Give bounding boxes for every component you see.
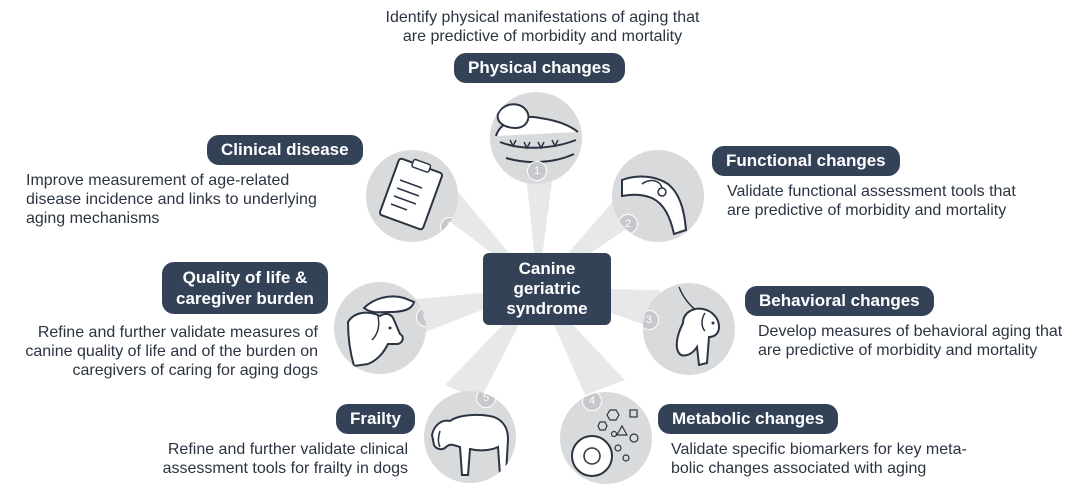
quality-of-life-description: Refine and further validate measures of … [25, 324, 318, 379]
metabolic-changes-description: Validate specific biomarkers for key met… [671, 441, 967, 477]
physical-changes-label: Physical changes [454, 53, 625, 83]
dog-leg-joint-icon [621, 175, 688, 236]
frailty-circle: 5 [424, 391, 516, 483]
center-line-2: geriatric [513, 279, 581, 298]
frailty-label: Frailty [336, 404, 416, 434]
quality-of-life-label: Quality of life & caregiver burden [162, 262, 328, 314]
clinical-disease-circle: 7 [366, 150, 458, 242]
quality-of-life-circle: 6 [334, 282, 426, 374]
metabolic-changes-circle: 4 [560, 392, 652, 484]
physical-changes-circle: 1 [490, 92, 582, 184]
frail-dog-icon [430, 413, 510, 476]
functional-changes-label: Functional changes [712, 146, 900, 176]
dog-mouth-teeth-icon [495, 103, 579, 164]
functional-changes-circle: 2 [612, 150, 704, 242]
number-badge-2: 2 [618, 214, 638, 234]
number-badge-3: 3 [643, 310, 659, 330]
functional-changes-description: Validate functional assessment tools tha… [727, 183, 1016, 219]
metabolic-changes-label: Metabolic changes [658, 404, 839, 434]
behavioral-changes-circle: 3 [643, 283, 735, 375]
clinical-disease-description: Improve measurement of age-related disea… [26, 172, 317, 227]
number-badge-4: 4 [582, 392, 602, 411]
quality-of-life-label-line-1: Quality of life & [182, 268, 308, 287]
frailty-description: Refine and further validate clinical ass… [162, 441, 408, 477]
number-badge-5: 5 [476, 391, 496, 408]
behavioral-changes-label: Behavioral changes [745, 286, 934, 316]
physical-changes-description: Identify physical manifestations of agin… [385, 9, 700, 45]
clinical-disease-label: Clinical disease [207, 135, 363, 165]
cell-biomarkers-icon [571, 409, 639, 477]
hand-petting-dog-icon [346, 295, 416, 368]
number-badge-7: 7 [440, 217, 458, 237]
sitting-dog-leash-icon [675, 286, 721, 367]
center-line-1: Canine [518, 259, 576, 278]
clipboard-icon [378, 157, 444, 231]
quality-of-life-label-line-2: caregiver burden [176, 289, 314, 308]
center-box: Canine geriatric syndrome [483, 253, 611, 325]
behavioral-changes-description: Develop measures of behavioral aging tha… [758, 323, 1063, 359]
number-badge-1: 1 [527, 161, 547, 181]
center-line-3: syndrome [506, 299, 588, 318]
